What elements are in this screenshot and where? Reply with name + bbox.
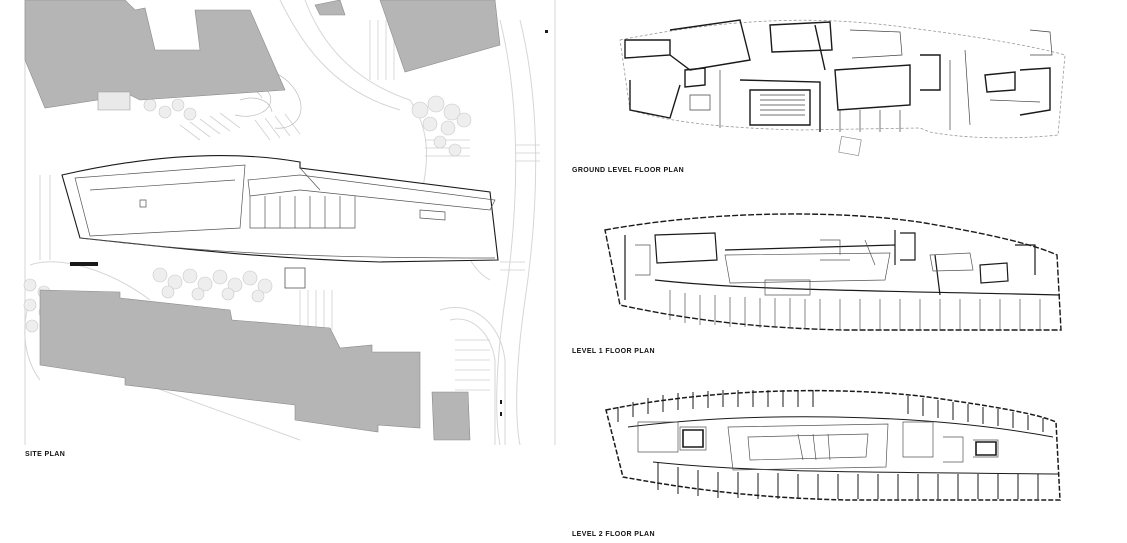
level-1-footprint: [604, 213, 1062, 331]
level-2-perimeter-rooms: [617, 390, 1059, 499]
site-plan-label: SITE PLAN: [25, 451, 66, 458]
site-details: [70, 30, 548, 416]
level-2-core: [637, 421, 999, 471]
ground-level-plan-label: GROUND LEVEL FLOOR PLAN: [572, 167, 685, 174]
ground-walls: [624, 19, 1051, 132]
level-1-plan-label: LEVEL 1 FLOOR PLAN: [572, 348, 655, 355]
level-1-walls: [624, 230, 1061, 300]
ground-partitions: [689, 29, 1053, 132]
level-2-stairs: [682, 429, 997, 456]
site-plan-panel: [0, 0, 560, 460]
site-plan-drawing: [23, 0, 556, 446]
level-2-plan-panel: [598, 382, 1068, 507]
level-2-footprint: [605, 389, 1061, 501]
tree-canopy: [23, 95, 472, 333]
level-2-plan-drawing: [605, 389, 1061, 501]
existing-buildings: [24, 0, 501, 441]
new-building-interior: [74, 164, 496, 259]
level-1-plan-panel: [595, 205, 1070, 345]
ground-footprint: [619, 19, 1066, 139]
ground-annex: [838, 135, 862, 157]
level-1-plan-drawing: [604, 213, 1062, 331]
parking-stripes: [179, 20, 540, 391]
level-1-partitions: [635, 239, 1041, 329]
ground-level-plan-drawing: [619, 19, 1066, 157]
ground-level-plan-panel: [610, 10, 1080, 165]
level-2-plan-label: LEVEL 2 FLOOR PLAN: [572, 531, 655, 538]
